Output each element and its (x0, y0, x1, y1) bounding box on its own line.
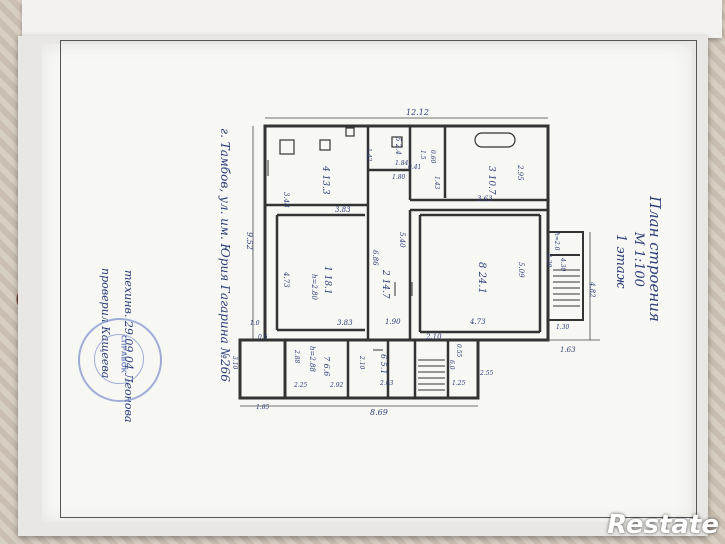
dim-porch-b: 1.20 (545, 254, 552, 268)
stove-icon (279, 139, 295, 155)
dim-stair-w: 2.10 (426, 333, 442, 341)
room-5-label: 5 2.4 (394, 137, 402, 155)
dim-entry-k: 6.0 (448, 360, 455, 370)
top-sheet (22, 0, 722, 38)
drawing-frame (60, 40, 697, 518)
dim-room1-h: 4.73 (282, 272, 290, 288)
dim-bath-d: 0.41 (408, 164, 422, 171)
dim-entry-b: 0.5 (258, 334, 268, 341)
dim-room2-len: 6.86 (371, 250, 379, 266)
dim-entry-j: 0.55 (455, 344, 462, 358)
plan-scale: М 1:100 (631, 232, 646, 287)
dim-entry-c: 3.10 (231, 356, 238, 370)
room-1-sub: h=2.80 (310, 274, 318, 300)
dim-porch-c: 1.30 (556, 324, 570, 331)
dim-overall-top: 12.12 (406, 108, 429, 117)
dim-entry-f: 2.03 (380, 380, 394, 387)
dim-bath-f: 1.5 (419, 150, 426, 160)
dim-bath-g: 1.43 (433, 176, 440, 190)
dim-entry-d: 2.25 (294, 382, 308, 389)
room-3-label: 3 10.7 (486, 166, 496, 195)
dim-entry-l: 2.10 (358, 356, 365, 370)
dim-room3-h: 2.95 (516, 165, 524, 181)
dim-bath-c: 1.80 (392, 174, 406, 181)
dim-overall-bottom: 8.69 (370, 408, 388, 417)
plan-floor: 1 этаж (613, 234, 628, 289)
bathtub-icon (474, 132, 516, 148)
porch-sub: h=2.0 (553, 232, 560, 251)
dim-entry-a: 1.0 (250, 320, 260, 327)
dim-entry-g: 1.25 (452, 380, 466, 387)
dim-room3-w: 3.63 (477, 195, 493, 203)
plan-title: План строения (646, 196, 664, 322)
dim-room8-w: 4.73 (470, 318, 486, 326)
watermark-logo: Restate (607, 510, 719, 540)
address: г. Тамбов, ул. им. Юрия Гагарина №266 (218, 128, 232, 382)
dim-entry-i: 1.85 (256, 404, 270, 411)
stairs (418, 269, 580, 391)
dim-entry-m: 2.88 (293, 350, 300, 364)
dim-overall-left: 9.52 (245, 232, 254, 250)
seal-stamp: СПРАВОК (78, 318, 162, 402)
dim-room2-w: 5.40 (398, 232, 406, 248)
dim-porch-a: 4.30 (559, 258, 566, 272)
outer-wall (263, 124, 550, 342)
room-7-label: 7 6.6 (322, 356, 331, 377)
dim-room8-h: 5.09 (517, 262, 525, 278)
dim-bath-e: 0.60 (429, 150, 436, 164)
dim-room1-w: 3.83 (337, 319, 353, 327)
dim-room4-h: 3.48 (282, 192, 290, 208)
annex-wall (283, 340, 480, 400)
dim-entry-e: 2.92 (330, 382, 344, 389)
room-1-label: 1 18.1 (322, 266, 332, 295)
dim-porch-d: 1.63 (560, 346, 576, 354)
dim-entry-h: 2.55 (480, 370, 494, 377)
room-2-label: 2 14.7 (380, 270, 390, 299)
porch (548, 231, 584, 321)
dim-bath-a: 1.42 (365, 148, 372, 162)
dim-corridor-w: 1.90 (385, 318, 401, 326)
dim-right-total: 4.82 (588, 282, 596, 298)
room-4-label: 4 13.3 (320, 166, 330, 195)
room-8-label: 8 24.1 (476, 262, 487, 294)
dim-room4-w: 3.83 (335, 206, 351, 214)
room-6-label: 6 5.1 (379, 354, 388, 375)
room-7-sub: h=2.88 (308, 346, 316, 372)
dim-bath-b: 1.84 (395, 160, 409, 167)
